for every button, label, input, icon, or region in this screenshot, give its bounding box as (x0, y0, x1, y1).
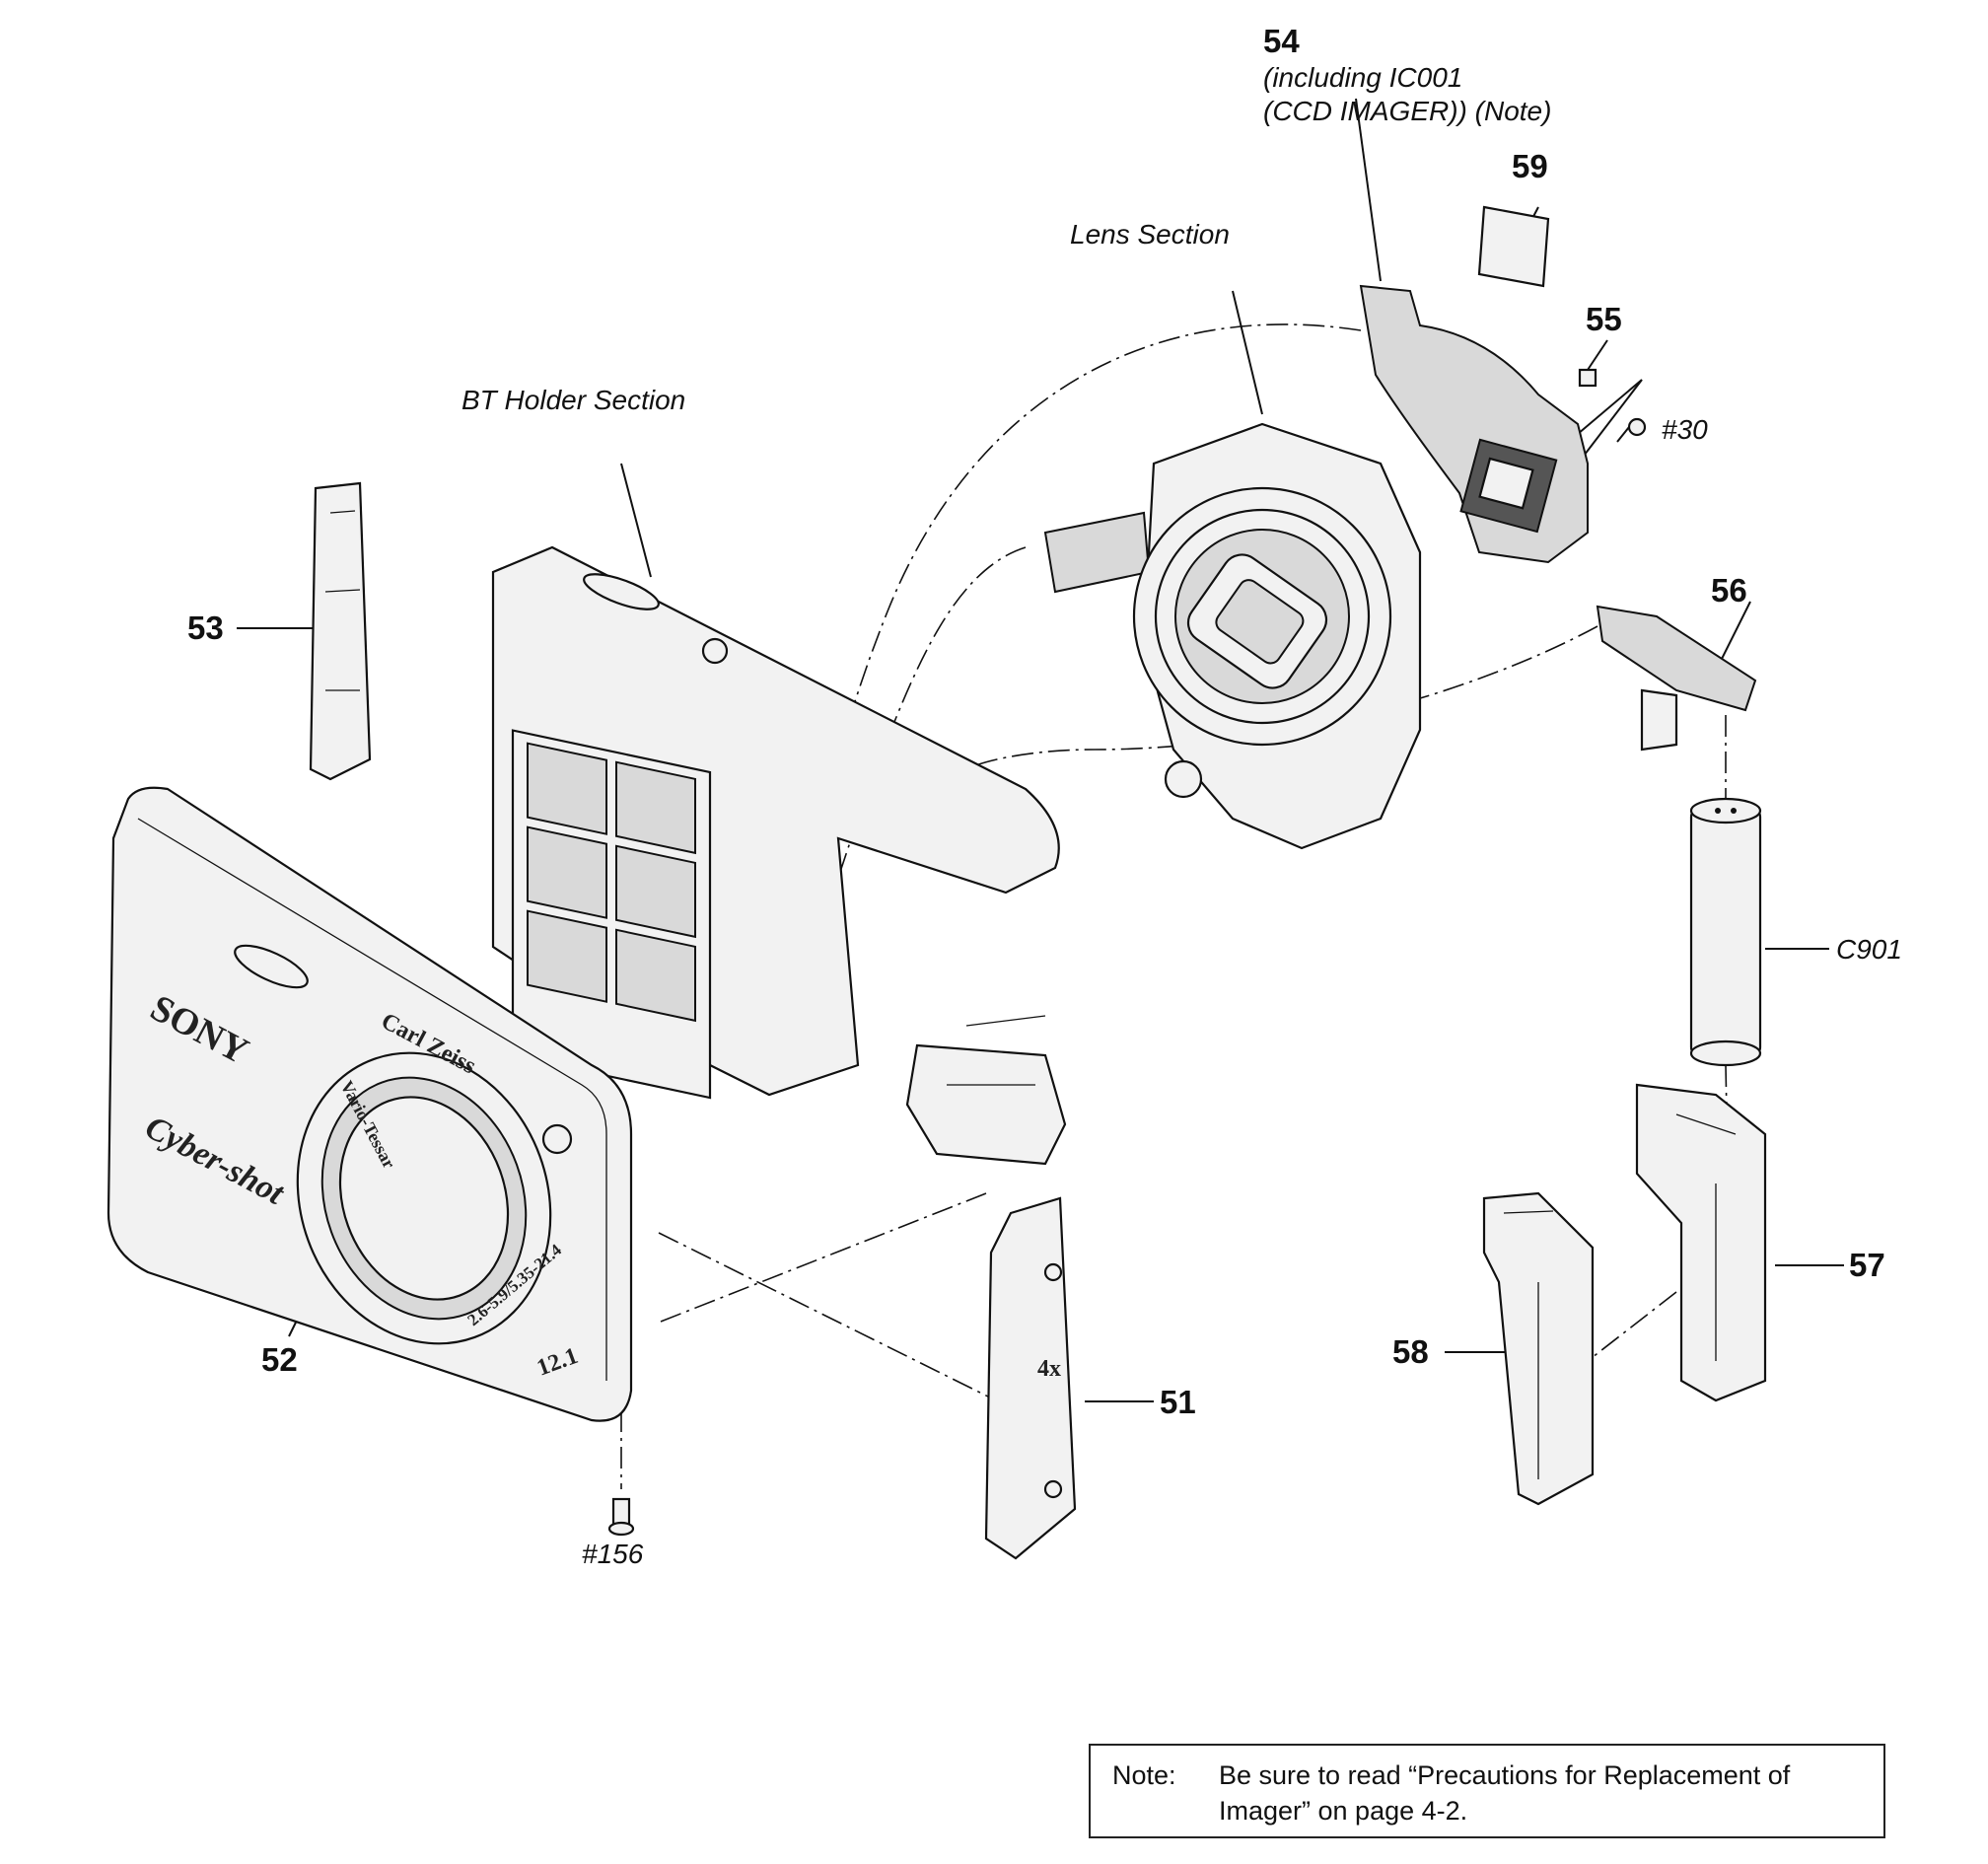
callout-56: 56 (1711, 572, 1747, 609)
part-c901-capacitor (1689, 797, 1762, 1067)
assembly-line-52-board (660, 1192, 987, 1323)
callout-c901: C901 (1836, 934, 1902, 965)
part-58-cover (1482, 1191, 1595, 1506)
callout-screw-30: #30 (1662, 414, 1708, 445)
part-51-side-cover: 4x (984, 1196, 1077, 1560)
part-52-front-panel: SONY Cyber-shot Carl Zeiss Vario-Tessar … (106, 786, 633, 1422)
leader-30a (1577, 379, 1643, 435)
callout-57: 57 (1849, 1247, 1885, 1283)
note-box: Note: Be sure to read “Precautions for R… (1089, 1744, 1885, 1838)
part-53-side-cover (309, 481, 372, 781)
callout-55: 55 (1586, 301, 1622, 337)
callout-53: 53 (187, 609, 224, 646)
bt-holder-section (491, 545, 1060, 1100)
lens-section-label: Lens Section (1070, 219, 1230, 250)
leader-30b (1577, 379, 1643, 465)
screw-156 (607, 1497, 635, 1537)
screw-30 (1616, 417, 1647, 443)
note-label: Note: (1112, 1760, 1176, 1790)
leader-54 (1355, 98, 1382, 282)
callout-51: 51 (1160, 1384, 1196, 1420)
lens-section-assembly (1043, 422, 1422, 850)
assembly-line-58-57 (1587, 1291, 1677, 1362)
ic-note-line2: (CCD IMAGER)) (Note) (1263, 96, 1551, 126)
callout-screw-156: #156 (582, 1539, 644, 1569)
zoom-text: 4x (1037, 1356, 1061, 1382)
part-57-holder (1635, 1083, 1767, 1402)
callout-58: 58 (1392, 1333, 1429, 1370)
bt-holder-section-label: BT Holder Section (462, 385, 685, 415)
leader-55 (1587, 339, 1608, 371)
part-59-filter (1477, 205, 1550, 288)
leader-bt-holder (620, 463, 652, 578)
part-55-bracket (1578, 368, 1598, 388)
callout-54: 54 (1263, 23, 1300, 59)
leader-lens-section (1232, 290, 1263, 415)
part-54-ccd-board (1359, 284, 1589, 564)
note-text: Be sure to read “Precautions for Replace… (1219, 1760, 1791, 1826)
callout-52: 52 (261, 1341, 298, 1378)
inner-board-assembly (905, 1015, 1067, 1166)
callout-59: 59 (1512, 148, 1548, 184)
ic-note-line1: (including IC001 (1263, 62, 1462, 93)
part-56-bracket (1596, 605, 1757, 752)
assembly-line-52-51 (658, 1232, 997, 1401)
